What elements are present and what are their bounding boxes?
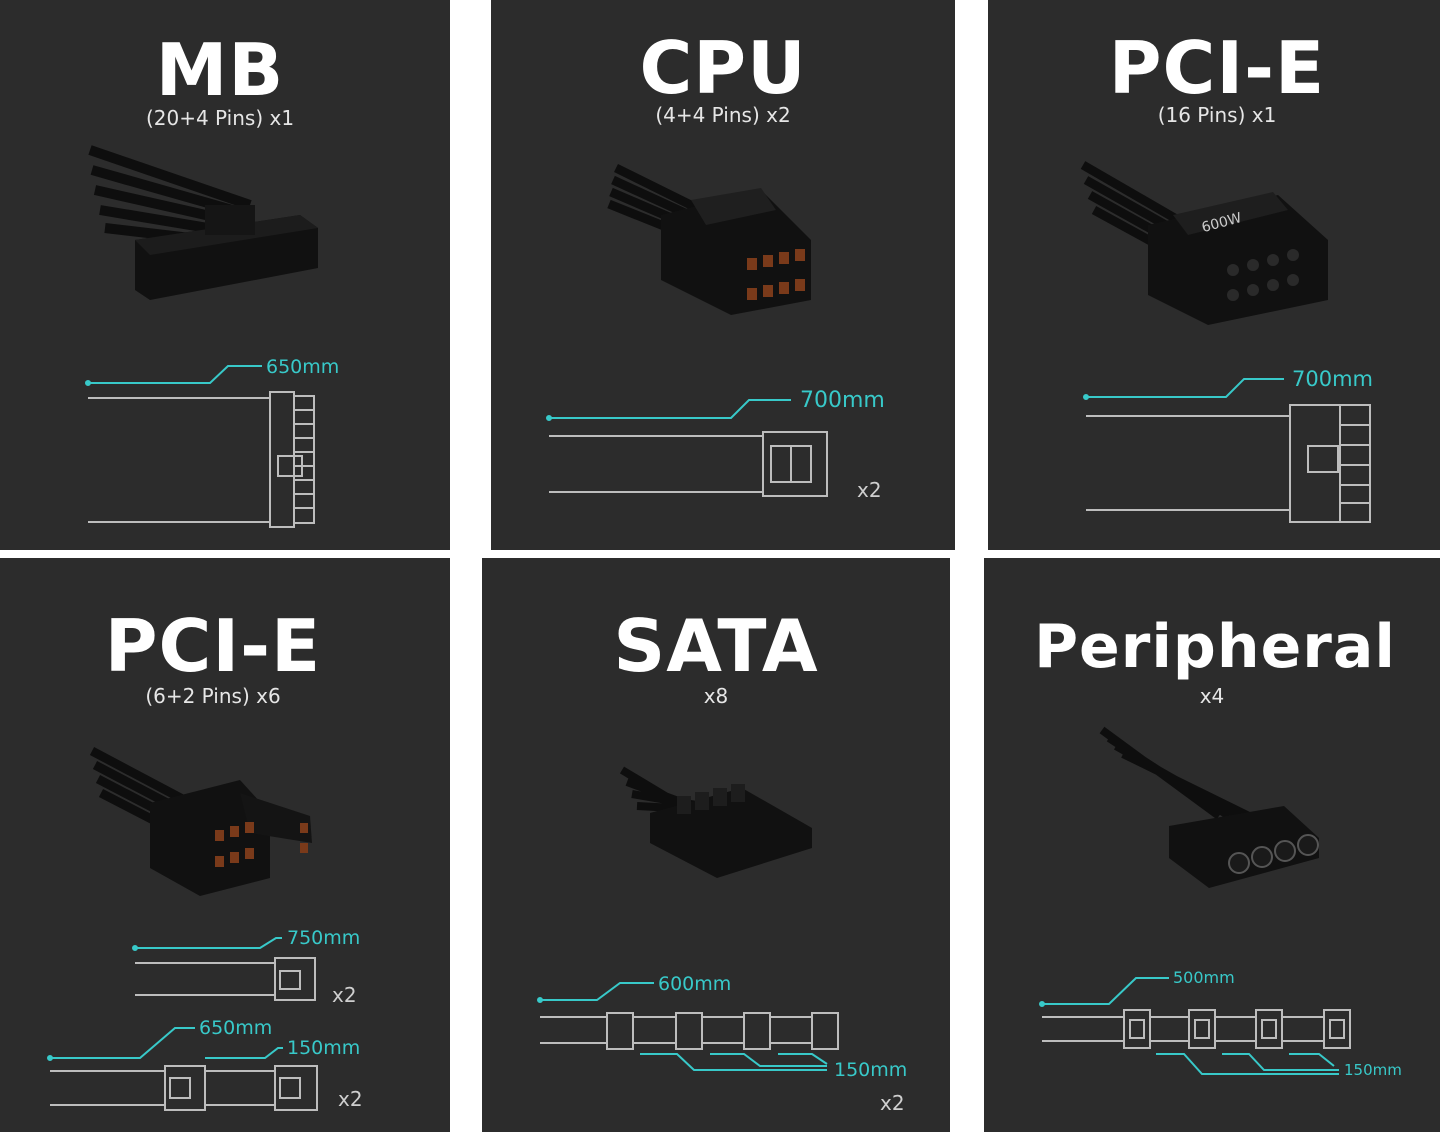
connector-spec: x4 [1199, 684, 1225, 708]
panel-pcie-6plus2: PCI-E (6+2 Pins) x6 750mm x2 [0, 558, 450, 1132]
cable-length-label: 150mm [287, 1037, 360, 1059]
length-indicator [1039, 977, 1169, 1007]
sata-power-connector-icon [650, 784, 812, 878]
cable-length-label: 150mm [834, 1059, 907, 1081]
connector-title: PCI-E [104, 604, 322, 688]
connector-art: 700mm x2 [546, 163, 885, 502]
cable-diagram [549, 431, 828, 497]
cable-diagram [540, 1012, 839, 1050]
connector-spec: (6+2 Pins) x6 [145, 684, 281, 708]
length-indicator-segment [640, 1053, 828, 1071]
cable-count-label: x2 [338, 1087, 363, 1111]
cable-diagram-bottom [50, 1065, 318, 1111]
pcie-8pin-connector-icon [150, 780, 312, 896]
connector-spec: x8 [703, 684, 729, 708]
panel-sata: SATA x8 600mm [482, 558, 950, 1132]
connector-title: Peripheral [1034, 612, 1396, 682]
connector-spec: (16 Pins) x1 [1157, 103, 1277, 127]
cable-length-label: 700mm [800, 388, 885, 413]
cable-diagram [1042, 1009, 1351, 1049]
connector-title: MB [155, 28, 285, 112]
cable-diagram [88, 391, 315, 528]
panel-mb: MB (20+4 Pins) x1 650mm [0, 0, 450, 550]
cable-length-label: 700mm [1292, 367, 1373, 391]
cable-count-label: x2 [332, 983, 357, 1007]
cable-length-label: 150mm [1344, 1061, 1402, 1079]
length-indicator-bottom [47, 1027, 283, 1061]
length-indicator [1083, 378, 1284, 400]
cable-length-label: 500mm [1173, 968, 1235, 987]
connector-title: CPU [639, 26, 807, 110]
cable-bundle-icon [89, 747, 193, 843]
cable-length-label: 650mm [266, 356, 339, 378]
connector-art: 600mm 150mm x2 [537, 766, 907, 1115]
connector-art: 650mm [85, 145, 339, 528]
connector-art: 500mm 150mm [1039, 726, 1402, 1079]
connector-title: SATA [613, 604, 819, 688]
length-indicator [537, 982, 654, 1003]
cable-bundle-icon [1099, 726, 1251, 820]
12vhpwr-connector-icon: 600W [1148, 192, 1328, 325]
panel-cpu: CPU (4+4 Pins) x2 700mm x2 [491, 0, 955, 550]
cable-bundle-icon [607, 163, 713, 250]
connector-spec: (20+4 Pins) x1 [145, 106, 295, 130]
cable-bundle-icon [88, 145, 252, 250]
cable-bundle-icon [1080, 161, 1181, 260]
atx-24pin-connector-icon [135, 205, 318, 300]
connector-art: 750mm x2 650mm 150mm x2 [47, 747, 363, 1111]
cable-diagram-top [135, 957, 316, 1001]
cable-length-label: 750mm [287, 927, 360, 949]
cable-count-label: x2 [880, 1091, 905, 1115]
panel-pcie-16pin: PCI-E (16 Pins) x1 600W 700mm [988, 0, 1440, 550]
cable-length-label: 650mm [199, 1017, 272, 1039]
molex-connector-icon [1169, 806, 1319, 888]
length-indicator-top [132, 937, 282, 951]
length-indicator [546, 399, 791, 421]
length-indicator [85, 365, 262, 386]
cable-diagram [1086, 404, 1371, 523]
cable-count-label: x2 [857, 478, 882, 502]
eps-8pin-connector-icon [661, 188, 811, 315]
cable-bundle-icon [619, 766, 713, 814]
length-indicator-segment [1156, 1053, 1339, 1075]
connector-spec: (4+4 Pins) x2 [655, 103, 791, 127]
cable-length-label: 600mm [658, 973, 731, 995]
connector-art: 600W 700mm [1080, 161, 1373, 523]
panel-peripheral: Peripheral x4 500mm [984, 558, 1440, 1132]
connector-title: PCI-E [1108, 26, 1326, 110]
